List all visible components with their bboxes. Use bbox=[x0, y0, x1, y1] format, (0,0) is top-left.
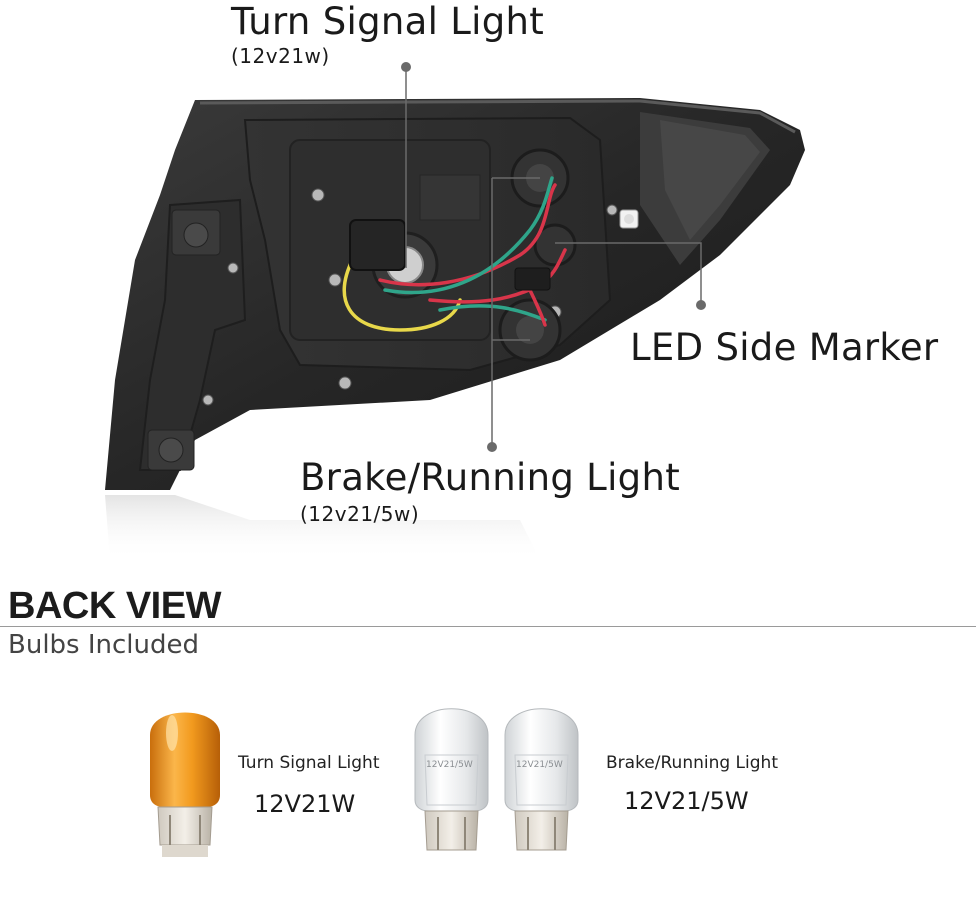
section-subtitle: Bulbs Included bbox=[8, 630, 200, 660]
tail-light-back-view-image bbox=[105, 62, 805, 560]
clear-bulb-spec: 12V21/5W bbox=[624, 787, 749, 815]
pointer-dot-brake-running bbox=[487, 442, 497, 452]
amber-bulb-image bbox=[150, 712, 220, 857]
clear-bulb-right-print: 12V21/5W bbox=[516, 760, 563, 770]
brake-running-callout-title: Brake/Running Light bbox=[300, 456, 681, 499]
wire-connector bbox=[349, 219, 406, 271]
housing-reflection bbox=[105, 495, 540, 560]
pointer-dot-turn-signal bbox=[401, 62, 411, 72]
amber-bulb-name: Turn Signal Light bbox=[238, 753, 380, 773]
side-marker-socket bbox=[619, 209, 639, 229]
side-marker-callout-title: LED Side Marker bbox=[630, 326, 939, 369]
section-title: BACK VIEW bbox=[8, 585, 221, 627]
turn-signal-callout-spec: (12v21w) bbox=[231, 44, 330, 68]
clear-bulb-left-print: 12V21/5W bbox=[426, 760, 473, 770]
turn-signal-callout-title: Turn Signal Light bbox=[231, 0, 545, 43]
clear-bulbs-image: 12V21/5W 12V21/5W bbox=[414, 708, 579, 851]
callout-pointers bbox=[405, 67, 702, 445]
clear-bulb-right bbox=[504, 708, 579, 851]
clear-bulb-name: Brake/Running Light bbox=[606, 753, 778, 773]
clear-bulb-left bbox=[414, 708, 489, 851]
amber-bulb-spec: 12V21W bbox=[254, 790, 356, 818]
brake-running-callout-spec: (12v21/5w) bbox=[300, 502, 420, 526]
section-divider bbox=[0, 626, 976, 627]
pointer-dot-side-marker bbox=[696, 300, 706, 310]
wire-connector-small bbox=[514, 267, 551, 291]
